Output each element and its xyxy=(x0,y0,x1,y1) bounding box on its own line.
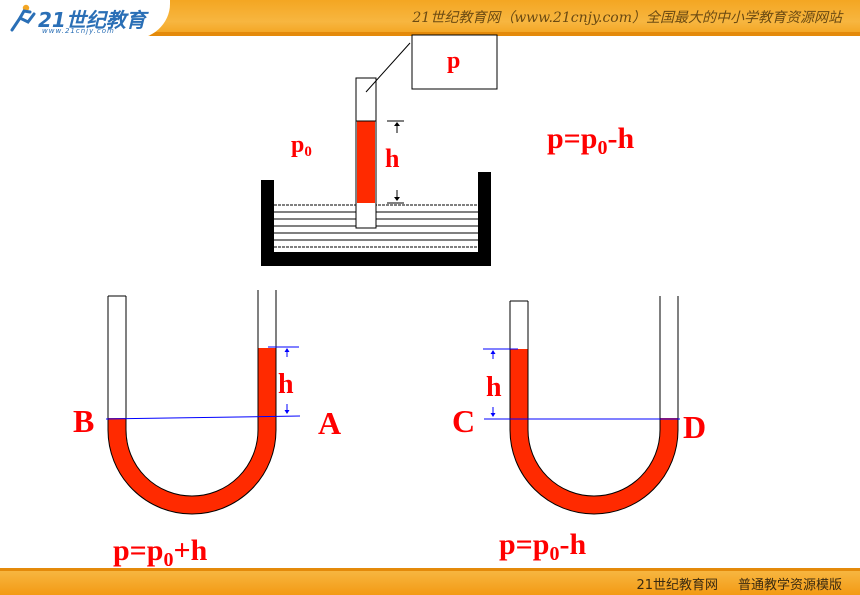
u-tube-outer-bend xyxy=(107,429,277,515)
footer-text: 21世纪教育网 普通教学资源模版 xyxy=(636,574,842,593)
height-label: h xyxy=(486,372,502,403)
u-tube-outer-bend xyxy=(509,429,679,515)
basin xyxy=(261,172,491,266)
height-arrowhead-down xyxy=(394,197,400,201)
height-arrowhead-down xyxy=(490,413,496,417)
atmos-pressure-label: p0 xyxy=(291,132,312,160)
height-arrowhead-up xyxy=(394,122,400,126)
header-site-text: 21世纪教育网（www.21cnjy.com）全国最大的中小学教育资源网站 xyxy=(412,10,842,26)
height-label: h xyxy=(385,144,400,173)
footer-site-name: 21世纪教育网 xyxy=(636,578,718,593)
logo-subtext: www.21cnjy.com xyxy=(42,27,115,35)
running-figure-icon xyxy=(10,4,36,32)
point-c-label: C xyxy=(452,403,475,439)
level-line-ba xyxy=(105,415,301,420)
height-arrowhead-up xyxy=(284,348,290,352)
formula-top: p=p0-h xyxy=(547,122,634,159)
point-d-label: D xyxy=(683,409,706,445)
u-tube-liquid xyxy=(510,349,678,514)
callout-box xyxy=(411,34,498,90)
callout-leader xyxy=(365,42,411,93)
height-arrowhead-up xyxy=(490,350,496,354)
footer-template-name: 普通教学资源模版 xyxy=(737,578,842,593)
tube-liquid-column xyxy=(357,121,375,203)
point-b-label: B xyxy=(73,403,94,439)
formula-right: p=p0-h xyxy=(499,528,586,565)
u-tube-inner-bend xyxy=(125,429,259,497)
u-tube-liquid xyxy=(108,348,276,514)
logo-text: 21世纪教育 xyxy=(38,8,146,32)
u-tube-right: h C D xyxy=(452,296,706,515)
u-tube-left: h B A xyxy=(73,290,341,515)
footer-bar: 21世纪教育网 普通教学资源模版 xyxy=(0,568,860,595)
basin-setup: p p0 h p=p0-h xyxy=(261,34,634,266)
callout-label: p xyxy=(447,48,460,74)
u-tube-inner-bend xyxy=(527,429,661,497)
height-arrowhead-down xyxy=(284,410,290,414)
formula-left: p=p0+h xyxy=(113,534,208,571)
header-rule xyxy=(150,32,860,36)
point-a-label: A xyxy=(318,405,341,441)
height-label: h xyxy=(278,369,294,400)
logo: 21世纪教育 www.21cnjy.com xyxy=(0,0,170,40)
